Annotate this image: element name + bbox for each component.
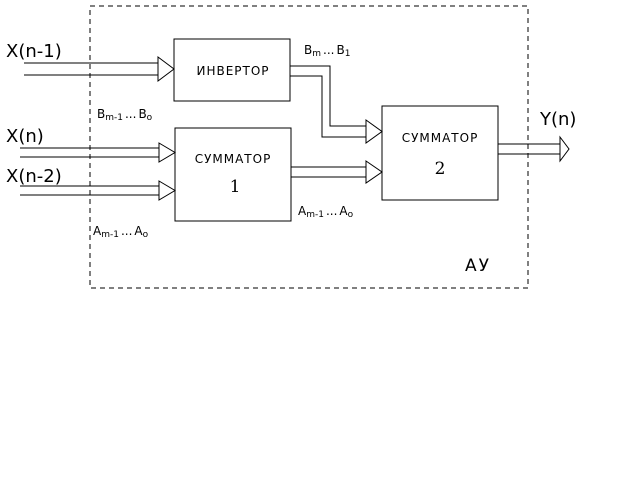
adder2-title: СУММАТОР (402, 131, 479, 145)
bus-adder1-to-adder2 (291, 160, 383, 184)
inverter-title: ИНВЕРТОР (196, 64, 269, 78)
inverter-block (173, 38, 291, 102)
bus-label-a-right: Am-1...Ao (298, 204, 354, 220)
bus-label-a-left: Am-1...Ao (93, 224, 149, 240)
unit-label: АУ (465, 256, 491, 276)
adder1-block (174, 127, 292, 222)
adder1-title: СУММАТОР (195, 152, 272, 166)
adder2-block (381, 105, 499, 201)
adder1-number: 1 (230, 177, 241, 197)
output-bus-y-n (498, 135, 570, 163)
adder2-number: 2 (435, 159, 446, 179)
bus-inverter-to-adder2 (290, 65, 383, 144)
arithmetic-unit-boundary (89, 5, 529, 289)
input-bus-x-n1 (24, 56, 175, 82)
input-bus-x-n2 (20, 180, 176, 201)
input-label-x-n1: X(n-1) (6, 41, 62, 62)
input-label-x-n2: X(n-2) (6, 166, 62, 187)
bus-label-b-low: Bm-1...Bo (97, 107, 153, 123)
input-label-x-n: X(n) (6, 126, 44, 147)
output-label-y-n: Y(n) (539, 109, 576, 130)
bus-label-b-top: Bm...B1 (304, 43, 350, 59)
input-bus-x-n (20, 142, 176, 163)
